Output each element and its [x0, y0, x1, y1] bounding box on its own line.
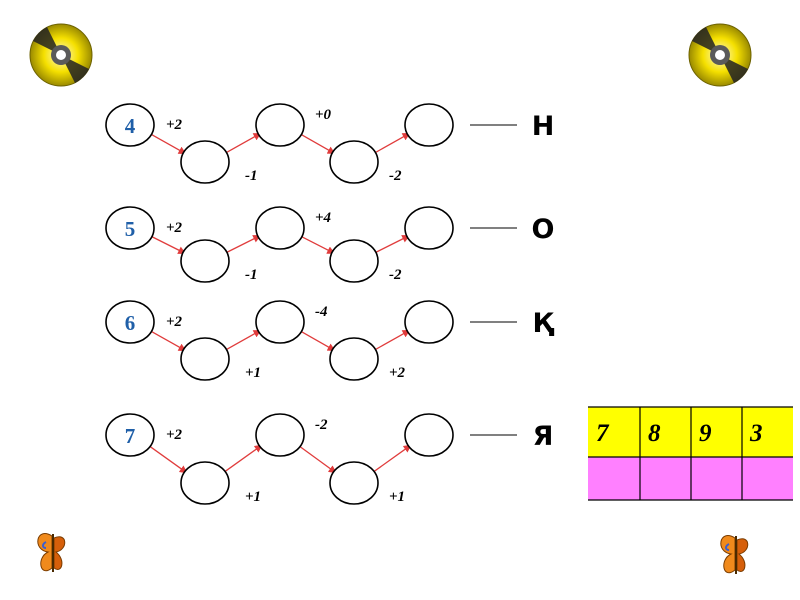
chain-arrow: [298, 445, 336, 472]
chain-arrow: [149, 133, 185, 153]
answer-oval[interactable]: [256, 207, 304, 249]
operation-label: +1: [245, 365, 261, 381]
operation-label: -4: [315, 304, 328, 320]
answer-oval[interactable]: [405, 104, 453, 146]
answer-oval[interactable]: [405, 207, 453, 249]
row-letter: О: [532, 214, 555, 245]
answer-oval[interactable]: [256, 301, 304, 343]
chain-arrow: [150, 236, 185, 254]
chain-arrow: [149, 330, 185, 350]
chain-arrow: [148, 445, 187, 473]
chain-arrow: [374, 236, 409, 254]
chain-arrow: [300, 236, 335, 254]
chain-arrow: [225, 236, 260, 254]
answer-oval[interactable]: [181, 240, 229, 282]
chain-arrow: [299, 133, 334, 153]
answer-oval[interactable]: [330, 462, 378, 504]
start-number: 6: [125, 311, 136, 335]
table-number-cell: 7: [596, 420, 610, 447]
table-number-cell: 8: [648, 420, 661, 447]
chain-arrow: [373, 330, 409, 350]
operation-label: -1: [245, 267, 258, 283]
cd-disc-icon: [30, 24, 92, 86]
table-number-cell: 9: [699, 420, 712, 447]
operation-label: +2: [166, 117, 183, 133]
answer-oval[interactable]: [256, 104, 304, 146]
operation-label: +2: [389, 365, 406, 381]
operation-label: +4: [315, 210, 332, 226]
chain-arrow: [299, 330, 334, 350]
answer-oval[interactable]: [181, 338, 229, 380]
row-letter: Қ: [533, 308, 555, 339]
row-letter: Н: [532, 111, 555, 142]
table-number-cell: 3: [749, 420, 763, 447]
chain-arrow: [224, 330, 260, 350]
butterfly-icon: [721, 536, 748, 574]
operation-label: +2: [166, 314, 183, 330]
answer-oval[interactable]: [330, 338, 378, 380]
chain-row: 4 +2 -1 +0 -2 Н: [106, 104, 554, 184]
chain-rows: 4+2-1+0-2Н5+2-1+4-2О6+2+1-4+2Қ7+2+1-2+1Я: [106, 104, 555, 505]
butterfly-icon: [38, 534, 65, 572]
chain-arrow: [224, 133, 260, 153]
operation-label: -2: [315, 417, 328, 433]
answer-oval[interactable]: [181, 141, 229, 183]
start-number: 5: [125, 217, 136, 241]
start-number: 4: [125, 114, 136, 138]
operation-label: +1: [245, 489, 261, 505]
chain-arrow: [373, 133, 409, 153]
chain-row: 6 +2 +1 -4 +2 Қ: [106, 301, 555, 381]
operation-label: -2: [389, 168, 402, 184]
row-letter: Я: [533, 421, 554, 452]
answer-oval[interactable]: [330, 141, 378, 183]
chain-arrow: [223, 445, 262, 473]
start-number: 7: [125, 424, 136, 448]
operation-label: +2: [166, 220, 183, 236]
chain-row: 5 +2 -1 +4 -2 О: [106, 207, 554, 283]
answer-oval[interactable]: [405, 301, 453, 343]
answer-table: 7 8 9 3: [588, 407, 793, 500]
answer-oval[interactable]: [256, 414, 304, 456]
operation-label: -2: [389, 267, 402, 283]
chain-arrow: [372, 445, 411, 473]
operation-label: -1: [245, 168, 258, 184]
answer-oval[interactable]: [181, 462, 229, 504]
operation-label: +2: [166, 427, 183, 443]
answer-oval[interactable]: [405, 414, 453, 456]
operation-label: +1: [389, 489, 405, 505]
chain-row: 7 +2 +1 -2 +1 Я: [106, 414, 553, 505]
cd-disc-icon: [689, 24, 751, 86]
answer-oval[interactable]: [330, 240, 378, 282]
operation-label: +0: [315, 107, 332, 123]
